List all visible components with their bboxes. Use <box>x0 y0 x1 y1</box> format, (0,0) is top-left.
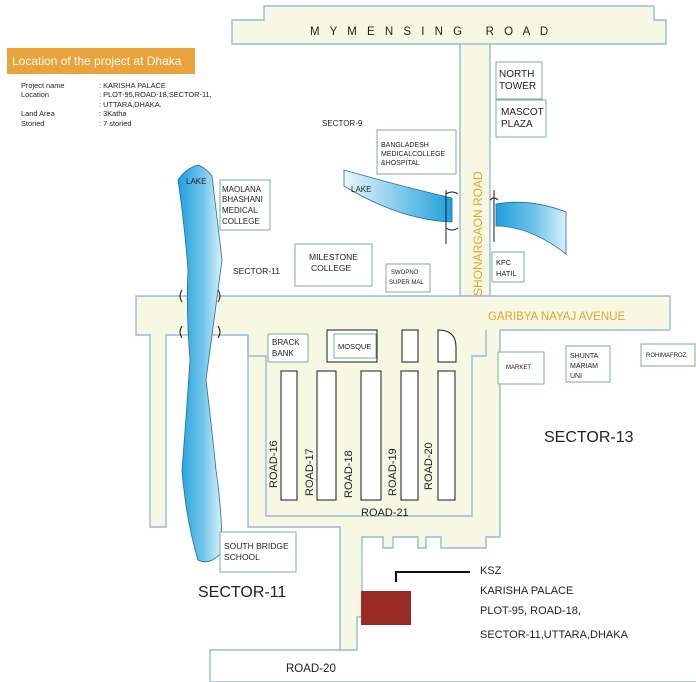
map-label: MEDICALCOLLEGE <box>381 151 446 158</box>
box-rohimafroz <box>640 343 696 367</box>
project-info-table: Project name : KARISHA PALACE Location : P… <box>21 81 212 128</box>
map-label: MARIAM <box>570 363 598 370</box>
box-bmc <box>376 129 457 175</box>
left-lake-label: LAKE <box>186 177 206 186</box>
map-label: PLAZA <box>501 119 533 130</box>
north-tower-label: NORTH <box>499 69 534 80</box>
block-small <box>401 329 419 363</box>
road20-bottom-label: ROAD-20 <box>286 663 336 675</box>
block-road16 <box>280 370 298 501</box>
sector13-label: SECTOR-13 <box>544 429 634 446</box>
map-label: &HOSPITAL <box>381 160 420 167</box>
info-value: : 3Katha <box>99 109 127 119</box>
road17-label: ROAD-17 <box>304 448 316 496</box>
right-lake <box>495 201 567 255</box>
sector9-label: SECTOR-9 <box>322 119 363 128</box>
road21-label: ROAD-21 <box>361 507 409 519</box>
info-key: Project name <box>21 81 65 90</box>
box-mbmc <box>219 179 271 231</box>
block-road17 <box>316 370 337 501</box>
pointer-line <box>395 571 470 582</box>
map-label: MEDICAL <box>222 206 258 215</box>
box-shunta <box>565 345 611 383</box>
box-mascot <box>495 99 547 138</box>
landmark-boxes <box>219 61 696 573</box>
project-label-sector: SECTOR-11,UTTARA,DHAKA <box>480 629 629 641</box>
shunta-label: SHUNTA <box>570 353 599 360</box>
project-label-plot: PLOT-95, ROAD-18, <box>480 605 581 617</box>
project-label-name: KARISHA PALACE <box>480 585 573 597</box>
map-label: COLLEGE <box>311 263 351 273</box>
map-label: BHASHANI <box>222 195 263 204</box>
road16-label: ROAD-16 <box>268 440 280 488</box>
block-curve <box>437 329 457 363</box>
info-value: : KARISHA PALACE <box>99 81 166 90</box>
mymensing-road-label: M Y M E N S I N G R O A D <box>310 26 552 38</box>
map-label: BANK <box>272 349 294 358</box>
map-label: SCHOOL <box>224 552 260 562</box>
block-road19 <box>400 370 419 501</box>
rohimafroz-label: ROHIMAFROZ <box>646 353 687 359</box>
map-label: SUPER MAL <box>389 280 424 286</box>
center-lake-label: LAKE <box>351 185 371 194</box>
bmc-label: BANGLADESH <box>381 142 429 149</box>
map-label: UNI <box>570 373 582 380</box>
info-key: Storied <box>21 118 45 128</box>
milestone-label: MILESTONE <box>309 252 358 262</box>
info-value: : UTTARA,DHAKA. <box>99 99 162 109</box>
box-southbridge <box>219 531 297 573</box>
map-label: COLLEGE <box>222 217 260 226</box>
kfc-label: KFC <box>496 258 512 267</box>
road-blocks <box>280 329 457 501</box>
project-label-ksz: KSZ <box>480 565 502 577</box>
box-market <box>497 351 545 385</box>
mosque-label: MOSQUE <box>338 342 371 351</box>
map-label: TOWER <box>499 81 536 92</box>
mascot-label: MASCOT <box>501 107 544 118</box>
mbmc-label: MAOLANA <box>222 185 262 194</box>
box-milestone <box>294 243 373 287</box>
info-value: : 7 storied <box>99 118 132 128</box>
map-label: HATIL <box>496 269 517 278</box>
road19-label: ROAD-19 <box>387 448 399 496</box>
swopno-label: SWOPNO <box>391 270 419 276</box>
sector11-large-label: SECTOR-11 <box>198 584 286 601</box>
road18-label: ROAD-18 <box>343 450 355 498</box>
info-key: Location <box>21 90 49 100</box>
shonargaon-road <box>459 43 491 297</box>
project-plot <box>361 591 411 625</box>
box-kfc <box>491 251 525 283</box>
shonargaon-road-label: SHONARGAON ROAD <box>471 171 485 296</box>
southbridge-label: SOUTH BRIDGE <box>224 541 289 551</box>
center-lake <box>343 169 453 223</box>
box-mosque <box>333 333 377 359</box>
info-value: : PLOT-95,ROAD-18,SECTOR-11, <box>99 90 212 100</box>
box-swopno <box>385 263 431 293</box>
map-title: Location of the project at Dhaka <box>7 48 195 74</box>
sector11-small-label: SECTOR-11 <box>233 266 280 276</box>
garibya-avenue-label: GARIBYA NAYAJ AVENUE <box>488 311 626 323</box>
block-road18 <box>360 370 382 501</box>
box-north-tower <box>495 61 543 100</box>
brack-label: BRACK <box>272 338 300 347</box>
block-road20 <box>437 370 456 501</box>
road20-label: ROAD-20 <box>423 442 435 490</box>
box-brack <box>267 333 309 363</box>
left-lake <box>177 164 223 563</box>
market-label: MARKET <box>506 365 531 371</box>
info-key: Land Area <box>21 109 55 119</box>
